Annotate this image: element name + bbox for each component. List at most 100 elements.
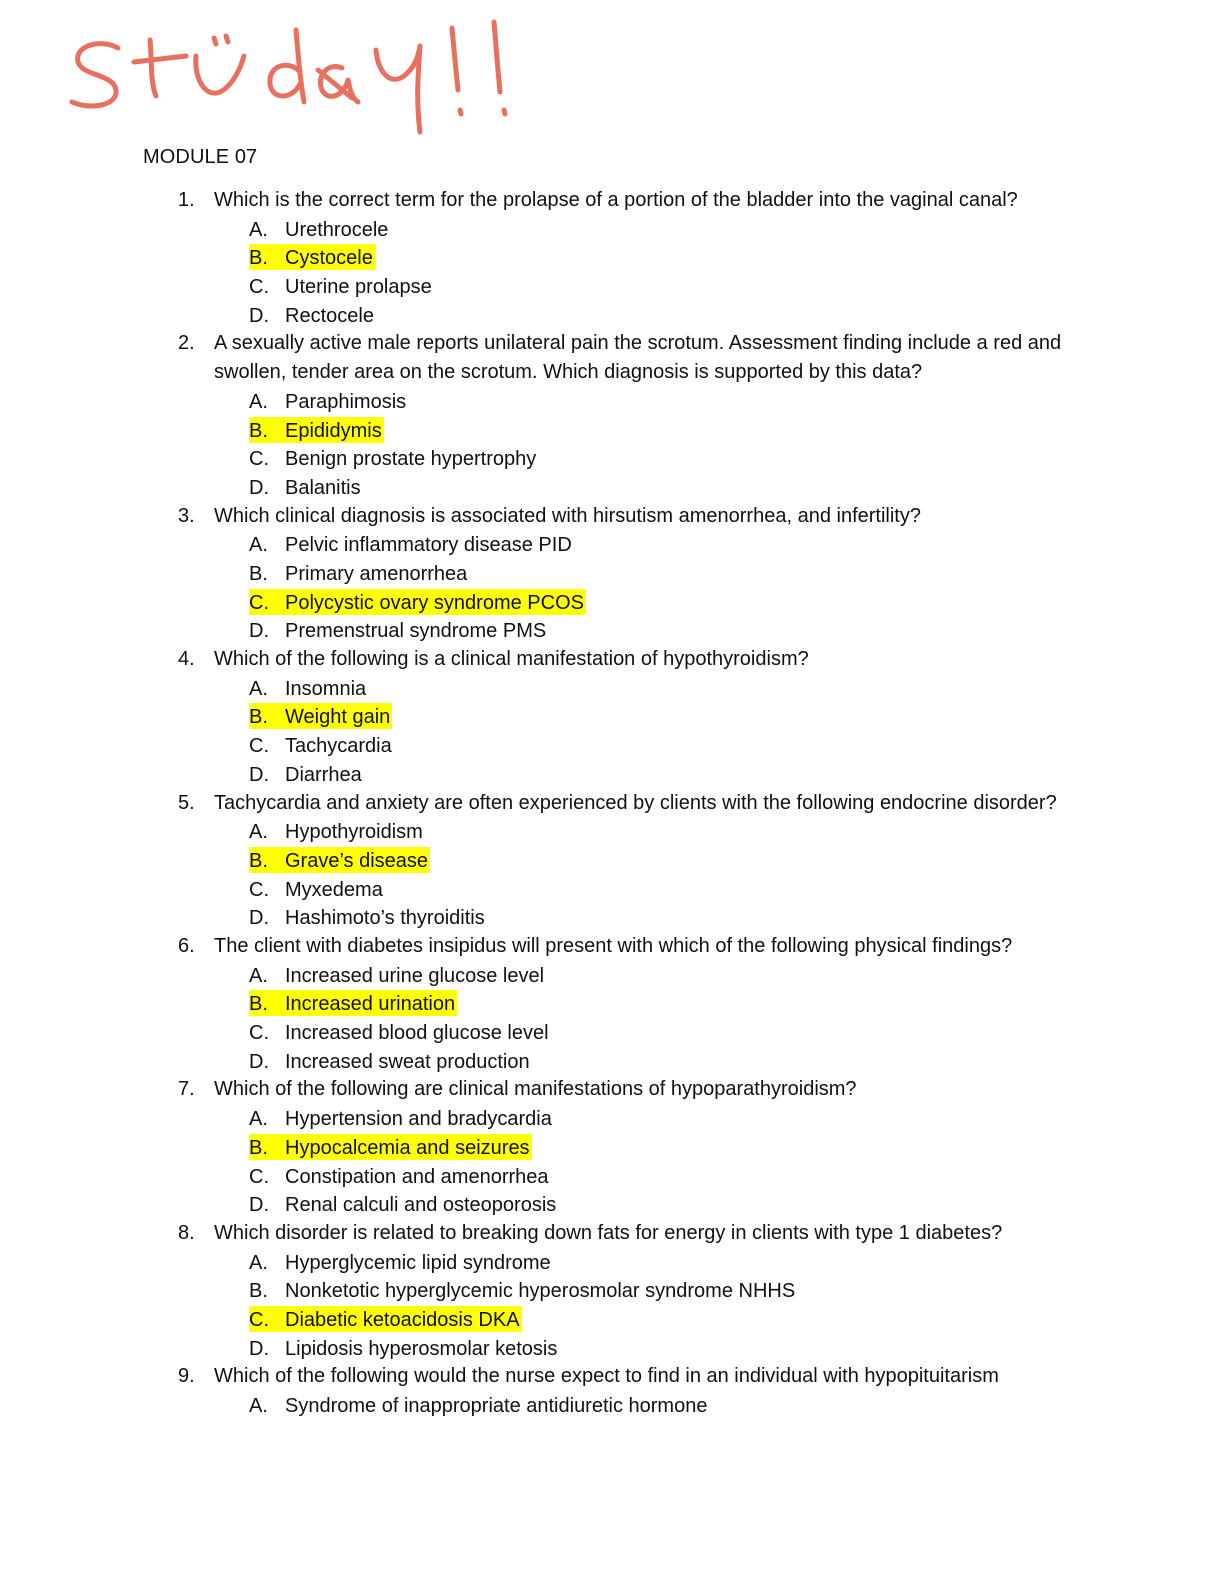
answer-option-content: B.Nonketotic hyperglycemic hyperosmolar … (249, 1277, 797, 1303)
answer-option-content: B. Primary amenorrhea (249, 560, 469, 586)
answer-option-content: D.Increased sweat production (249, 1048, 532, 1074)
answer-option-letter: C. (249, 1165, 269, 1188)
answer-option-letter: D. (249, 763, 269, 786)
question-text: A sexually active male reports unilatera… (214, 332, 1062, 384)
answer-option-letter: C. (249, 735, 269, 758)
answer-option-highlighted: B. Grave’s disease (0, 846, 1224, 875)
answer-option-content: A.Hypothyroidism (249, 818, 425, 844)
answer-option-content: C.Diabetic ketoacidosis DKA (249, 1305, 522, 1332)
question-text: Tachycardia and anxiety are often experi… (214, 791, 1057, 814)
answer-option-text: Epididymis (285, 419, 382, 442)
answer-option: D.Increased sweat production (0, 1047, 1224, 1076)
answer-option: D. Balanitis (0, 473, 1224, 502)
answer-option: A. Hyperglycemic lipid syndrome (0, 1248, 1224, 1277)
handwritten-study-scribble (69, 19, 508, 135)
answer-option-content: D.Lipidosis hyperosmolar ketosis (249, 1335, 559, 1361)
answer-option-letter: C. (249, 1308, 269, 1331)
answer-option-letter: B. (249, 706, 268, 729)
answer-option-letter: D. (249, 476, 269, 499)
question-item: 5.Tachycardia and anxiety are often expe… (0, 789, 1224, 932)
answer-option-letter: C. (249, 1022, 269, 1045)
answer-option-text: Hypothyroidism (285, 821, 423, 844)
answer-option-letter: A. (249, 964, 268, 987)
answer-option-letter: B. (249, 849, 268, 872)
answer-option: D. Renal calculi and osteoporosis (0, 1190, 1224, 1219)
answer-option-content: C.Benign prostate hypertrophy (249, 445, 538, 471)
answer-option-content: C.Myxedema (249, 876, 385, 902)
answer-option-text: Polycystic ovary syndrome PCOS (285, 591, 584, 614)
answer-option-letter: A. (249, 1251, 268, 1274)
answer-option-text: Insomnia (285, 677, 367, 700)
answer-option-letter: D. (249, 907, 269, 930)
answer-option-text: Balanitis (285, 476, 361, 499)
answer-option: D. Diarrhea (0, 760, 1224, 789)
answer-option-letter: A. (249, 534, 268, 557)
answer-option-letter: B. (249, 419, 268, 442)
answer-option-text: Renal calculi and osteoporosis (285, 1194, 557, 1217)
answer-option: A. Syndrome of inappropriate antidiuretic… (0, 1391, 1224, 1420)
answer-option-text: Hyperglycemic lipid syndrome (285, 1251, 551, 1274)
answer-option-highlighted: B.Hypocalcemia and seizures (0, 1133, 1224, 1162)
answer-option-text: Hashimoto’s thyroiditis (285, 907, 485, 930)
answer-option-text: Diarrhea (285, 763, 362, 786)
answer-option-letter: D. (249, 1194, 269, 1217)
answer-option-letter: A. (249, 1108, 268, 1131)
answer-option: A.Increased urine glucose level (0, 961, 1224, 990)
answer-option-text: Grave’s disease (285, 849, 429, 872)
answer-option-highlighted: B.Increased urination (0, 989, 1224, 1018)
answer-option-content: D. Rectocele (249, 302, 376, 328)
answer-options: A. Syndrome of inappropriate antidiuretic… (0, 1391, 1224, 1420)
question-item: 4.Which of the following is a clinical m… (0, 645, 1224, 788)
answer-option: C.Uterine prolapse (0, 272, 1224, 301)
answer-option-highlighted: B.Cystocele (0, 243, 1224, 272)
answer-option-text: Hypocalcemia and seizures (285, 1136, 530, 1159)
answer-option-letter: D. (249, 1050, 269, 1073)
answer-option: A. Insomnia (0, 674, 1224, 703)
question-number: 4. (178, 648, 195, 671)
answer-option: C.Myxedema (0, 875, 1224, 904)
question-text: The client with diabetes insipidus will … (214, 934, 1013, 957)
answer-option-text: Hypertension and bradycardia (285, 1108, 552, 1131)
answer-option-content: C.Polycystic ovary syndrome PCOS (249, 588, 586, 615)
answer-option-content: A. Pelvic inflammatory disease PID (249, 531, 574, 557)
answer-option-content: D.Premenstrual syndrome PMS (249, 617, 548, 643)
question-text: Which disorder is related to breaking do… (214, 1221, 1003, 1244)
answer-option: B. Primary amenorrhea (0, 559, 1224, 588)
answer-option-content: B. Epididymis (249, 416, 384, 443)
answer-option-letter: D. (249, 620, 269, 643)
answer-option-text: Primary amenorrhea (285, 563, 468, 585)
answer-option-content: A.Urethrocele (249, 216, 390, 242)
answer-option-letter: D. (249, 304, 269, 327)
answer-option-text: Myxedema (285, 878, 383, 901)
question-item: 1.Which is the correct term for the prol… (0, 186, 1224, 329)
answer-option-letter: A. (249, 677, 268, 700)
question-number: 9. (178, 1365, 195, 1388)
answer-option-letter: B. (249, 563, 268, 585)
answer-option-text: Pelvic inflammatory disease PID (285, 534, 572, 557)
question-number: 2. (178, 332, 195, 355)
question-item: 8. Which disorder is related to breaking … (0, 1219, 1224, 1362)
answer-option-text: Lipidosis hyperosmolar ketosis (285, 1337, 558, 1360)
answer-option: D.Premenstrual syndrome PMS (0, 616, 1224, 645)
answer-option-content: B.Weight gain (249, 703, 393, 730)
answer-option-highlighted: C.Polycystic ovary syndrome PCOS (0, 588, 1224, 617)
answer-option: A.Urethrocele (0, 215, 1224, 244)
answer-option-letter: A. (249, 1395, 268, 1418)
answer-option-text: Syndrome of inappropriate antidiuretic h… (285, 1395, 708, 1418)
answer-option-text: Rectocele (285, 304, 374, 327)
answer-option-content: A. Insomnia (249, 675, 368, 701)
question-number: 8. (178, 1221, 195, 1244)
answer-option: C.Constipation and amenorrhea (0, 1162, 1224, 1191)
answer-option-content: D. Renal calculi and osteoporosis (249, 1191, 558, 1217)
answer-option: D.Lipidosis hyperosmolar ketosis (0, 1334, 1224, 1363)
answer-option-letter: A. (249, 218, 268, 241)
answer-option-letter: B. (249, 1280, 268, 1303)
answer-option-content: C.Tachycardia (249, 732, 394, 758)
answer-option: C.Tachycardia (0, 731, 1224, 760)
answer-option-text: Increased blood glucose level (285, 1022, 549, 1045)
answer-option-content: A. Syndrome of inappropriate antidiuretic… (249, 1392, 709, 1418)
answer-option-content: D. Hashimoto’s thyroiditis (249, 904, 487, 930)
answer-option-highlighted: B.Weight gain (0, 702, 1224, 731)
